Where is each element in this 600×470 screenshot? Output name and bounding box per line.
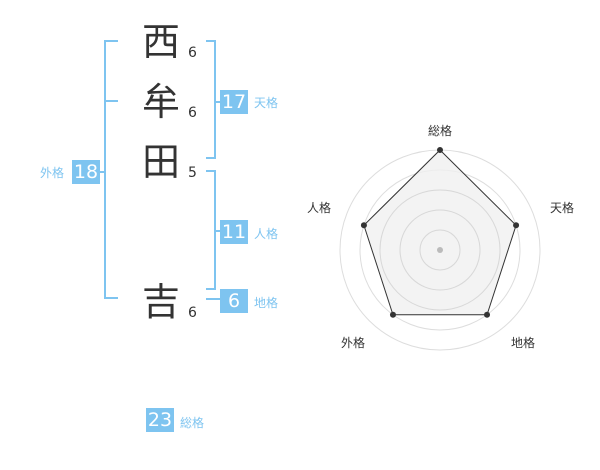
chikaku-label: 地格 (254, 296, 279, 310)
radar-axis-label-1: 総格 (428, 123, 452, 138)
chikaku-connector (206, 298, 221, 300)
radar-point-2 (513, 222, 520, 229)
radar-polygon (363, 149, 517, 316)
tenkaku-label: 天格 (254, 96, 279, 110)
radar-point-3 (484, 311, 491, 318)
radar-point-1 (437, 147, 443, 153)
radar-inner-ring (419, 229, 461, 271)
soukaku-value: 23 (146, 408, 174, 432)
jinkaku-label: 人格 (254, 227, 279, 241)
radar-center-dot (437, 247, 443, 253)
radar-axis-label-4: 外格 (341, 335, 365, 350)
radar-axis-label-2: 天格 (550, 200, 574, 215)
stroke-count-4: 6 (188, 305, 197, 321)
stroke-count-3: 5 (188, 165, 197, 181)
radar-axis-label-3: 地格 (511, 335, 535, 350)
tenkaku-value: 17 (220, 90, 248, 114)
jinkaku-value: 11 (220, 220, 248, 244)
name-char-3: 田 (142, 140, 181, 184)
radar-point-4 (389, 311, 396, 318)
radar-axis-label-5: 人格 (307, 200, 331, 215)
name-char-2: 牟 (142, 80, 181, 124)
gaikaku-label: 外格 (40, 166, 65, 180)
soukaku-label: 総格 (180, 416, 205, 430)
chikaku-value: 6 (220, 289, 248, 313)
name-char-1: 西 (142, 20, 181, 64)
radar-point-5 (360, 222, 367, 229)
stroke-count-2: 6 (188, 105, 197, 121)
name-char-4: 吉 (142, 280, 181, 324)
radar-inner-ring (379, 189, 501, 311)
radar-inner-ring (399, 209, 481, 291)
gaikaku-value: 18 (72, 160, 100, 184)
stroke-count-1: 6 (188, 45, 197, 61)
